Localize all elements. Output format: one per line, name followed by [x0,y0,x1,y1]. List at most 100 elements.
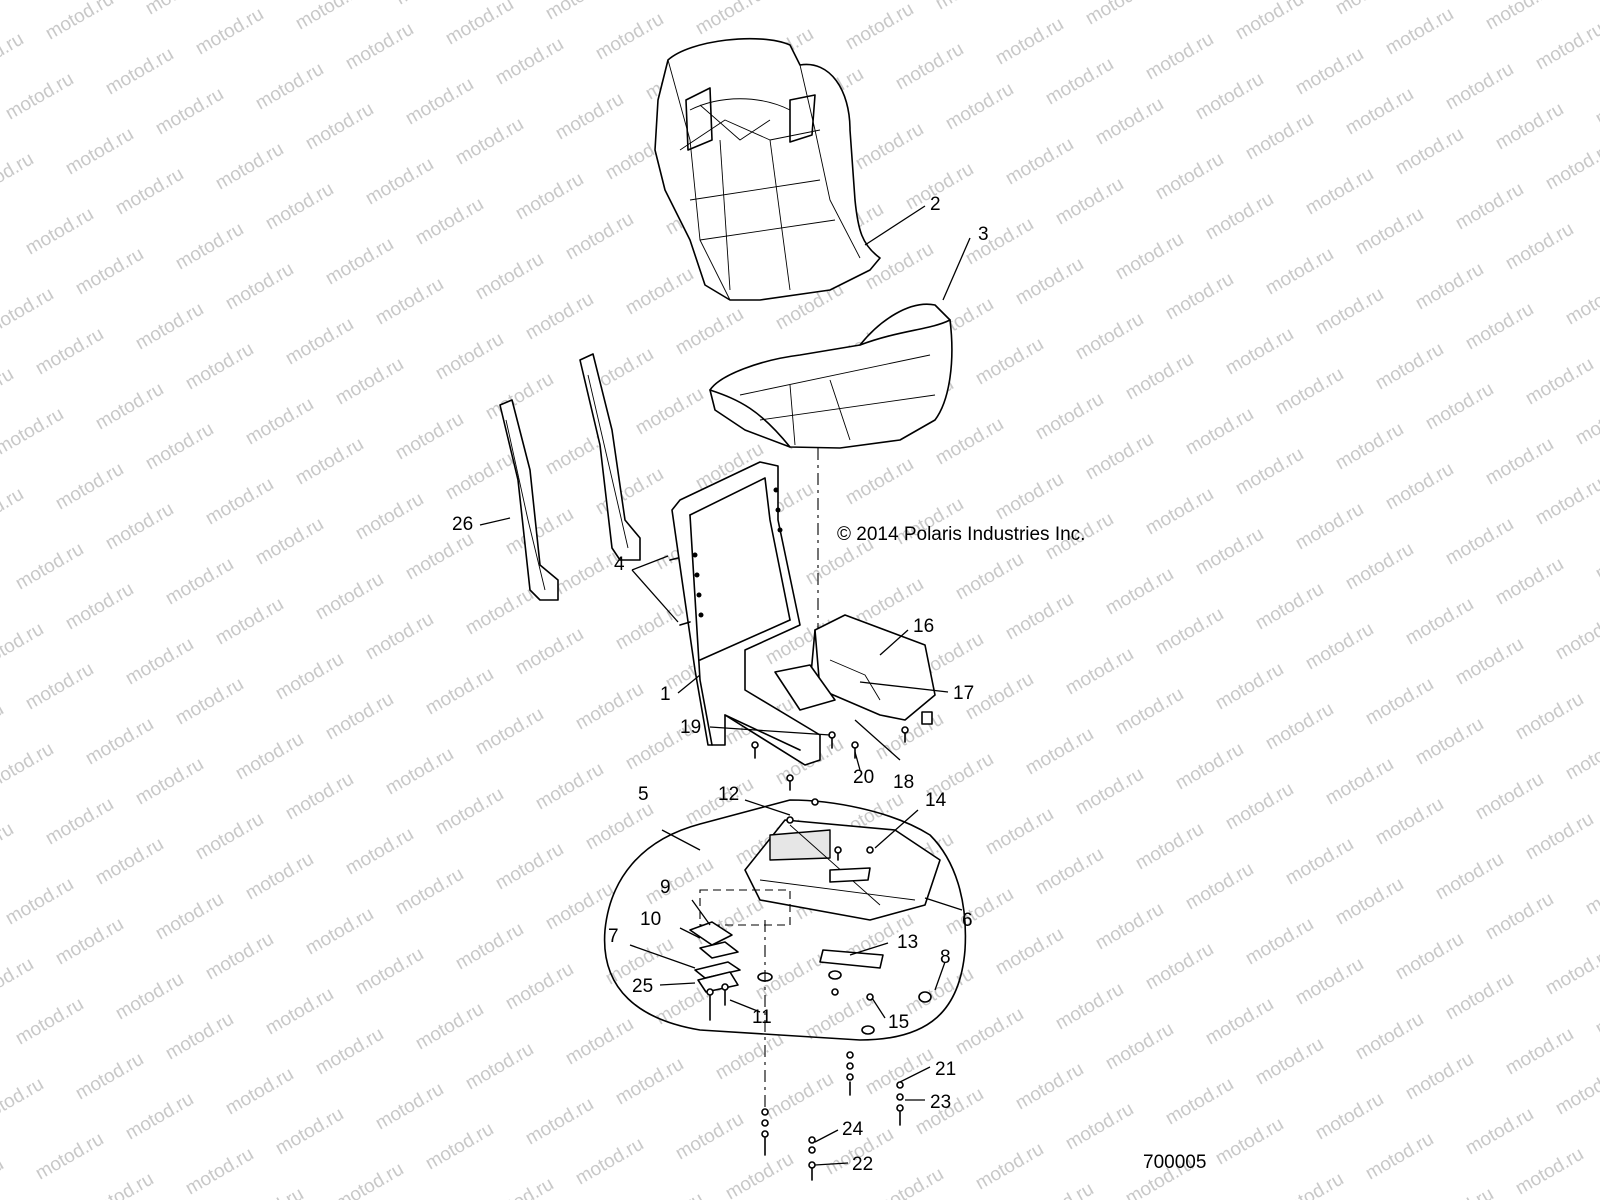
watermark-text: motod.ru [612,599,687,655]
watermark-text: motod.ru [1192,524,1267,580]
watermark-text: motod.ru [1442,969,1517,1025]
watermark-text: motod.ru [1292,44,1367,100]
watermark-text: motod.ru [1052,979,1127,1035]
watermark-text: motod.ru [1102,564,1177,620]
watermark-text: motod.ru [1532,474,1600,530]
watermark-text: motod.ru [132,299,207,355]
watermark-text: motod.ru [992,14,1067,70]
watermark-text: motod.ru [1162,1074,1237,1130]
watermark-text: motod.ru [992,924,1067,980]
watermark-text: motod.ru [92,834,167,890]
watermark-text: motod.ru [992,469,1067,525]
watermark-text: motod.ru [1592,529,1600,585]
watermark-text: motod.ru [1592,984,1600,1040]
watermark-text: motod.ru [0,0,67,4]
callout-5: 5 [638,784,649,805]
watermark-text: motod.ru [412,194,487,250]
watermark-text: motod.ru [482,1174,557,1200]
watermark-text: motod.ru [1082,429,1157,485]
watermark-text: motod.ru [1432,849,1507,905]
watermark-text: motod.ru [472,704,547,760]
watermark-text: motod.ru [1592,74,1600,130]
watermark-text: motod.ru [402,529,477,585]
watermark-text: motod.ru [1392,124,1467,180]
watermark-text: motod.ru [292,0,367,34]
watermark-text: motod.ru [22,204,97,260]
watermark-text: motod.ru [1012,1059,1087,1115]
watermark-text: motod.ru [42,0,117,44]
watermark-text: motod.ru [722,1149,797,1200]
watermark-text: motod.ru [1332,0,1407,19]
watermark-text: motod.ru [0,149,37,205]
watermark-text: motod.ru [622,264,697,320]
watermark-text: motod.ru [1002,589,1077,645]
watermark-text: motod.ru [302,99,377,155]
watermark-text: motod.ru [0,29,27,85]
watermark-text: motod.ru [522,289,597,345]
watermark-text: motod.ru [1422,1184,1497,1200]
watermark-text: motod.ru [0,484,27,540]
seat-frame [671,461,821,766]
watermark-text: motod.ru [1332,874,1407,930]
watermark-text: motod.ru [162,1009,237,1065]
watermark-text: motod.ru [542,0,617,24]
watermark-text: motod.ru [672,304,747,360]
watermark-text: motod.ru [352,489,427,545]
watermark-text: motod.ru [1402,594,1477,650]
callout-7: 7 [608,926,619,947]
watermark-text: motod.ru [1212,659,1287,715]
watermark-text: motod.ru [62,124,137,180]
watermark-text: motod.ru [672,1109,747,1165]
watermark-text: motod.ru [322,689,397,745]
watermark-text: motod.ru [1362,1129,1437,1185]
watermark-text: motod.ru [892,39,967,95]
watermark-text: motod.ru [872,1164,947,1200]
callout-labels: 2 3 4 26 1 16 17 18 19 20 12 14 5 6 9 10… [452,194,989,1175]
watermark-text: motod.ru [1582,864,1600,920]
watermark-text: motod.ru [482,369,557,425]
watermark-text: motod.ru [392,0,467,9]
callout-22: 22 [852,1154,873,1175]
watermark-text: motod.ru [1342,84,1417,140]
watermark-text: motod.ru [1222,779,1297,835]
callout-4: 4 [614,554,625,575]
watermark-text: motod.ru [802,989,877,1045]
watermark-text: motod.ru [1162,269,1237,325]
watermark-text: motod.ru [202,474,277,530]
watermark-text: motod.ru [1032,389,1107,445]
watermark-text: motod.ru [172,674,247,730]
watermark-text: motod.ru [1442,59,1517,115]
watermark-text: motod.ru [1482,0,1557,34]
watermark-text: motod.ru [1412,259,1487,315]
watermark-text: motod.ru [1352,204,1427,260]
watermark-text: motod.ru [502,959,577,1015]
callout-leaders [479,205,971,1166]
watermark-text: motod.ru [72,244,147,300]
watermark-text: motod.ru [172,219,247,275]
watermark-text: motod.ru [1152,149,1227,205]
watermark-text: motod.ru [972,1139,1047,1195]
watermark-text: motod.ru [72,1049,147,1105]
watermark-text: motod.ru [162,554,237,610]
callout-2: 2 [930,194,941,215]
watermark-text: motod.ru [1452,179,1527,235]
watermark-text: motod.ru [1142,29,1217,85]
watermark-text: motod.ru [1492,554,1567,610]
watermark-text: motod.ru [562,209,637,265]
watermark-text: motod.ru [492,34,567,90]
watermark-text: motod.ru [212,139,287,195]
watermark-text: motod.ru [942,884,1017,940]
watermark-text: motod.ru [52,914,127,970]
watermark-text: motod.ru [102,499,177,555]
watermark-text: motod.ru [242,849,317,905]
watermark-text: motod.ru [842,454,917,510]
watermark-text: motod.ru [1352,1009,1427,1065]
watermark-text: motod.ru [422,664,497,720]
watermark-text: motod.ru [1052,174,1127,230]
watermark-text: motod.ru [332,354,407,410]
watermark-text: motod.ru [462,1039,537,1095]
watermark-text: motod.ru [1082,0,1157,29]
watermark-text: motod.ru [1252,579,1327,635]
watermark-text: motod.ru [582,799,657,855]
